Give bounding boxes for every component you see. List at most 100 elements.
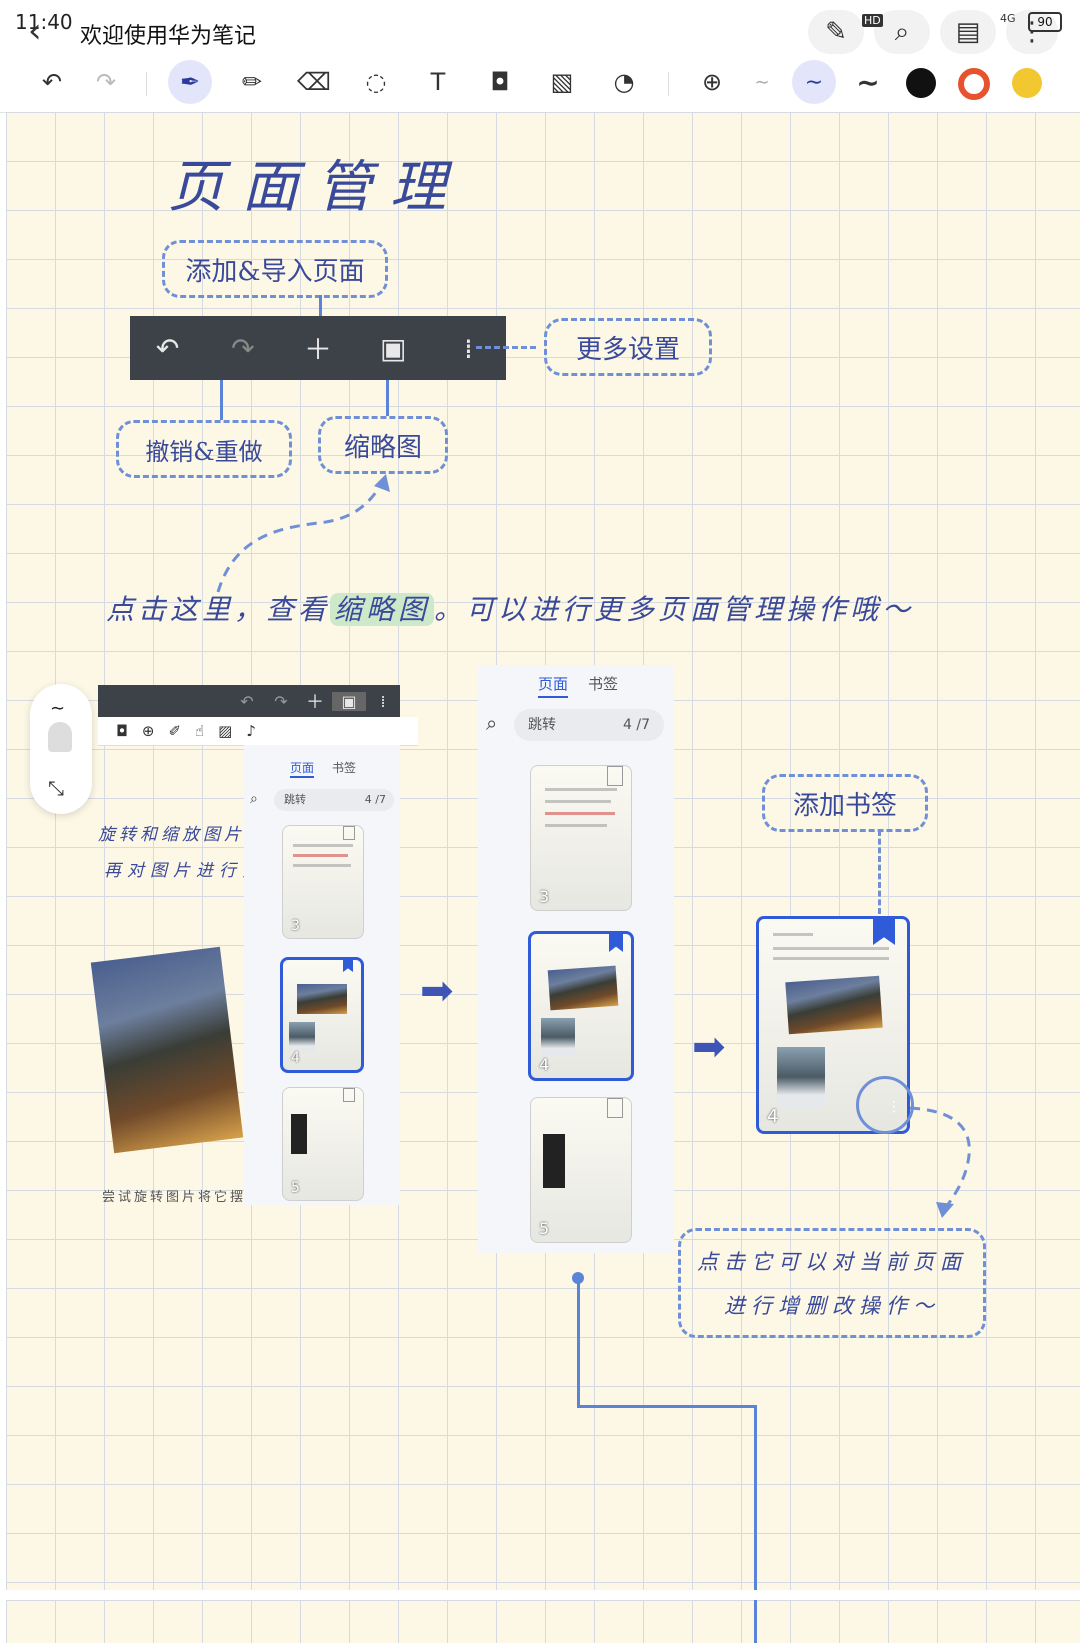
fountain-pen-tool[interactable]: ✒ xyxy=(168,60,212,104)
thumb-photo xyxy=(297,984,347,1014)
pen-plus-icon: ✎ xyxy=(825,17,847,47)
mini-thumb-4[interactable]: 4 xyxy=(280,957,364,1073)
jump-input[interactable]: 跳转 4 /7 xyxy=(514,709,664,741)
add-page-icon[interactable]: ＋ xyxy=(304,333,333,366)
note-canvas[interactable]: 页面管理 添加&导入页面 ↶ ↷ ＋ ▣ ⁞ 更多设置 撤销&重做 缩略图 点击… xyxy=(6,112,1080,1590)
next-page-canvas[interactable] xyxy=(6,1600,1080,1643)
stroke-icon: ∼ xyxy=(50,698,66,719)
redo-icon[interactable]: ↷ xyxy=(231,331,255,365)
color-orange[interactable] xyxy=(958,68,990,100)
mini-thumb-5[interactable]: 5 xyxy=(282,1087,364,1201)
connector-line xyxy=(754,1405,757,1590)
bookmark-icon xyxy=(607,766,623,786)
pen-icon xyxy=(48,722,72,752)
drawing-toolbar: ↶ ↷ ✒ ✏ ⌫ ◌ T ◘ ▧ ◔ ⊕ ∼ ∼ ∼ xyxy=(0,60,1080,113)
text-line xyxy=(545,824,607,827)
mini-jump-placeholder: 跳转 xyxy=(284,793,306,806)
mini-thumbnail-panel: 页面 书签 ⌕ 跳转 4 /7 3 4 5 xyxy=(244,745,400,1205)
undo-icon: ↶ xyxy=(240,691,254,711)
touch-icon: ☝ xyxy=(195,722,205,740)
left-note-line3: 尝试旋转图片将它摆正 xyxy=(102,1190,263,1205)
color-black[interactable] xyxy=(906,68,936,98)
text-line xyxy=(293,864,351,867)
mini-tab-bookmarks[interactable]: 书签 xyxy=(332,761,357,775)
thumb-number: 4 xyxy=(291,1050,300,1066)
book-button[interactable]: ▤ xyxy=(940,10,996,54)
left-note-line1: 旋转和缩放图片， xyxy=(98,825,266,845)
more-icon: ⁞ xyxy=(380,691,386,711)
town-photo[interactable] xyxy=(90,946,244,1154)
pen-plus-button[interactable]: ✎ xyxy=(808,10,864,54)
tab-bookmarks[interactable]: 书签 xyxy=(588,675,619,693)
more-button[interactable]: ⋮ xyxy=(1006,10,1058,54)
hd-indicator: HD xyxy=(862,14,883,27)
connector-line xyxy=(577,1278,580,1408)
network-indicator: 4G xyxy=(1000,12,1016,25)
add-bookmark-label: 添加书签 xyxy=(762,774,928,832)
zoom-tool[interactable]: ⊕ xyxy=(690,60,734,104)
color-yellow[interactable] xyxy=(1012,68,1042,98)
stroke-thick[interactable]: ∼ xyxy=(846,60,890,104)
thumbnail-panel-icon[interactable]: ▣ xyxy=(379,331,407,365)
text-line xyxy=(773,947,889,950)
back-button[interactable]: ‹ xyxy=(28,14,68,54)
zoom-icon: ⊕ xyxy=(701,68,723,96)
eraser-tool[interactable]: ⌫ xyxy=(292,60,336,104)
thumb-photo xyxy=(291,1114,307,1154)
mini-tool-row: ◘ ⊕ ✐ ☝ ▨ ♪ xyxy=(98,717,418,746)
bookmark-icon xyxy=(343,960,353,972)
undo-icon[interactable]: ↶ xyxy=(155,331,180,365)
thumb-page-3[interactable]: 3 xyxy=(530,765,632,911)
more-icon[interactable]: ⁞ xyxy=(463,331,473,365)
add-import-text: 添加&导入页面 xyxy=(185,256,365,287)
image-tool[interactable]: ▧ xyxy=(540,60,584,104)
toolbar-divider xyxy=(668,72,669,96)
search-button[interactable]: ⌕ xyxy=(874,10,930,54)
lasso-tool[interactable]: ◌ xyxy=(354,60,398,104)
add-import-label: 添加&导入页面 xyxy=(162,240,388,298)
connector-line xyxy=(754,1600,757,1643)
tip-box: 点击它可以对当前页面 进行增删改操作～ xyxy=(678,1228,986,1338)
highlighter-icon: ✐ xyxy=(168,722,182,740)
shape-tool[interactable]: ◘ xyxy=(478,60,522,104)
shape-icon: ◘ xyxy=(490,68,510,96)
thumbnail-label: 缩略图 xyxy=(318,416,448,474)
hint-highlight: 缩略图 xyxy=(330,593,435,626)
redo-button[interactable]: ↷ xyxy=(84,60,128,104)
curved-arrow xyxy=(909,1106,971,1218)
arrow-left-icon: ‹ xyxy=(28,11,42,51)
sticky-tool[interactable]: ◔ xyxy=(602,60,646,104)
text-box-tool[interactable]: T xyxy=(416,60,460,104)
text-line xyxy=(773,957,889,960)
search-icon: ⌕ xyxy=(894,16,910,47)
panel-icon: ▣ xyxy=(332,691,366,711)
marker-icon: ✏ xyxy=(241,68,263,96)
page-heading: 页面管理 xyxy=(168,155,464,220)
clock: 11:40 xyxy=(15,10,73,34)
floating-pen-widget[interactable]: ∼ ⤡ xyxy=(30,684,92,814)
text-line xyxy=(545,788,617,791)
thumb-page-4[interactable]: 4 xyxy=(528,931,634,1081)
mini-tab-pages[interactable]: 页面 xyxy=(290,759,315,778)
battery-indicator: 90 xyxy=(1028,12,1062,32)
more-settings-text: 更多设置 xyxy=(575,334,680,365)
tip-line-1: 点击它可以对当前页面 xyxy=(697,1250,967,1274)
fountain-pen-icon: ✒ xyxy=(179,68,201,96)
thumb-page-5[interactable]: 5 xyxy=(530,1097,632,1243)
stroke-medium[interactable]: ∼ xyxy=(792,60,836,104)
thumb-photo xyxy=(547,965,619,1011)
texture-icon: ▨ xyxy=(218,722,233,740)
thumb-photo xyxy=(543,1134,565,1188)
stroke-thin[interactable]: ∼ xyxy=(740,60,784,104)
bookmark-icon xyxy=(609,934,623,952)
mini-thumb-3[interactable]: 3 xyxy=(282,825,364,939)
tab-pages[interactable]: 页面 xyxy=(538,673,569,698)
mini-jump-input[interactable]: 跳转 4 /7 xyxy=(274,789,394,811)
mini-page-bar: ↶ ↷ ＋ ▣ ⁞ xyxy=(98,685,400,717)
current-page-thumbnail[interactable]: 4 ⋮ xyxy=(756,916,910,1134)
collapse-icon[interactable]: ⤡ xyxy=(48,776,64,800)
marker-tool[interactable]: ✏ xyxy=(230,60,274,104)
page-bar: ↶ ↷ ＋ ▣ ⁞ xyxy=(130,316,506,380)
hint-sentence: 点击这里，查看缩略图。可以进行更多页面管理操作哦～ xyxy=(106,588,914,628)
undo-button[interactable]: ↶ xyxy=(30,60,74,104)
